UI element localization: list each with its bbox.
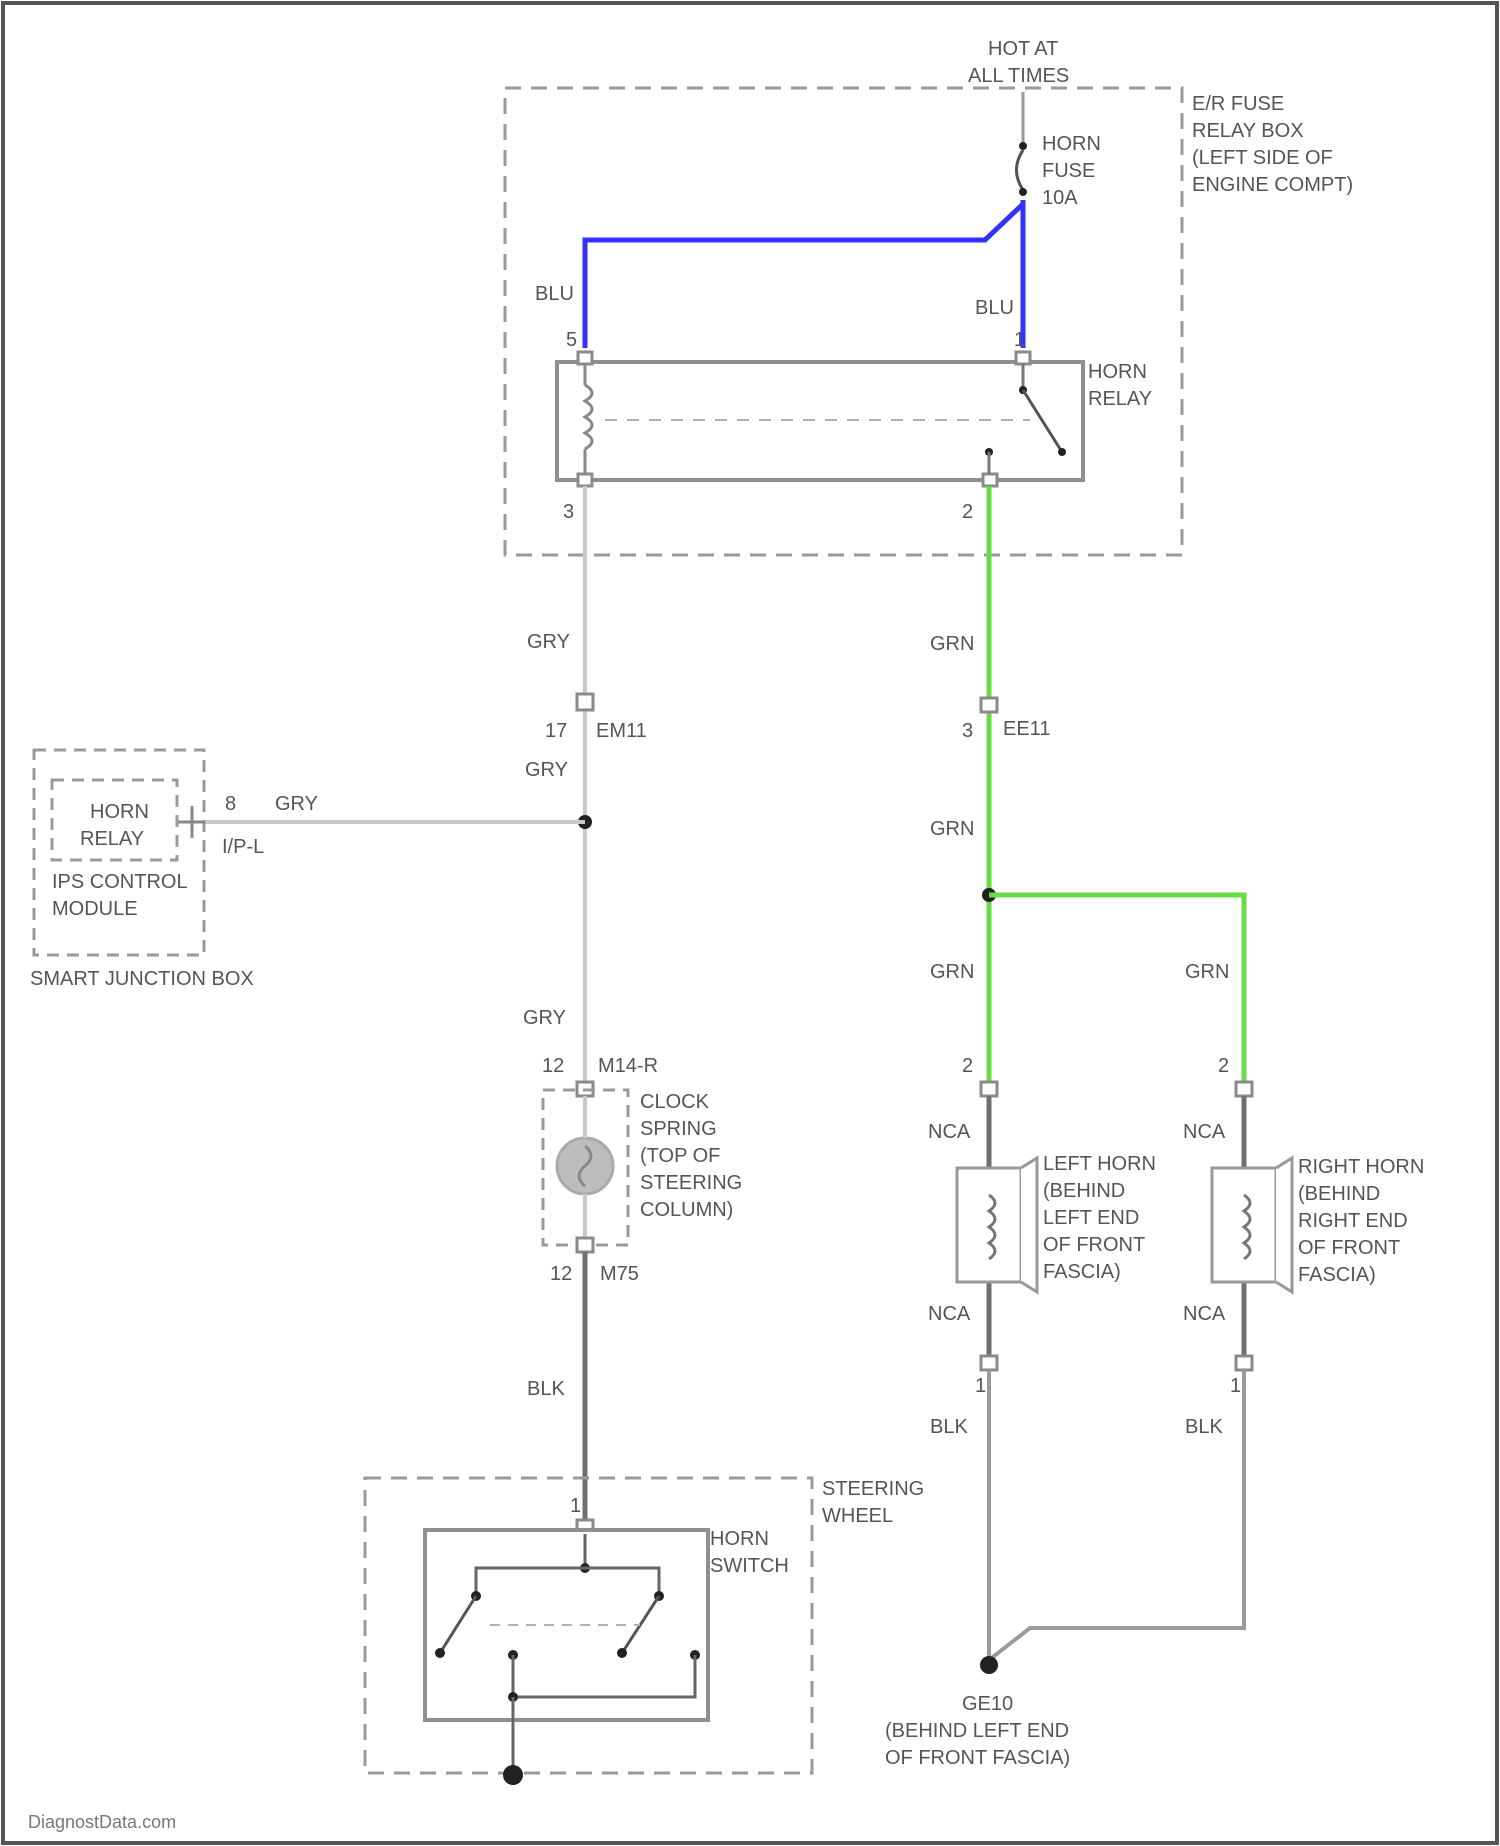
sj-connector-label: I/P-L (222, 836, 264, 858)
right-horn-connector-bottom (1236, 1356, 1252, 1370)
right-horn-label-3: RIGHT END (1298, 1210, 1408, 1232)
right-horn-label-2: (BEHIND (1298, 1183, 1380, 1205)
blk-label-right-horn: BLK (1185, 1416, 1223, 1438)
blu-label-right: BLU (975, 297, 1014, 319)
relay-pin-2: 2 (962, 501, 973, 523)
right-horn-icon (1212, 1158, 1292, 1292)
ee11-pin: 3 (962, 720, 973, 742)
watermark-text: DiagnostData.com (28, 1812, 176, 1832)
fuse-box-label-2: RELAY BOX (1192, 120, 1304, 142)
relay-pin3-terminal (578, 474, 592, 486)
ee11-connector-icon (981, 698, 997, 712)
left-horn-connector-bottom (981, 1356, 997, 1370)
m75-connector-icon (577, 1238, 593, 1252)
relay-pin2-terminal (983, 474, 997, 486)
left-horn-label-2: (BEHIND (1043, 1180, 1125, 1202)
right-horn-ground-wire (989, 1370, 1244, 1660)
left-horn-label-1: LEFT HORN (1043, 1153, 1156, 1175)
clock-spring-label-4: STEERING (640, 1172, 742, 1194)
horn-fuse-label-2: FUSE (1042, 160, 1095, 182)
relay-pin-3: 3 (563, 501, 574, 523)
left-horn-connector-top (981, 1082, 997, 1096)
clock-spring-label-5: COLUMN) (640, 1199, 733, 1221)
m75-pin: 12 (550, 1263, 572, 1285)
horn-fuse-label-1: HORN (1042, 133, 1101, 155)
right-horn-label-1: RIGHT HORN (1298, 1156, 1424, 1178)
right-horn-pin-2: 2 (1218, 1055, 1229, 1077)
blu-wire-to-relay-pin5 (585, 204, 1023, 348)
blu-label-left: BLU (535, 283, 574, 305)
m75-label: M75 (600, 1263, 639, 1285)
grn-label-1: GRN (930, 633, 974, 655)
gry-label-3: GRY (523, 1007, 566, 1029)
em11-label: EM11 (596, 720, 647, 742)
fuse-relay-box-frame (505, 88, 1182, 555)
steering-wheel-label-2: WHEEL (822, 1505, 893, 1527)
left-horn-pin-1: 1 (975, 1375, 986, 1397)
gry-label-sj: GRY (275, 793, 318, 815)
grn-label-4: GRN (1185, 961, 1229, 983)
nca-label-4: NCA (1183, 1303, 1226, 1325)
relay-pin5-terminal (578, 352, 592, 364)
left-horn-label-5: FASCIA) (1043, 1261, 1121, 1283)
power-label-line2: ALL TIMES (968, 65, 1069, 87)
relay-pin-5: 5 (566, 329, 577, 351)
horn-relay-label-1: HORN (1088, 361, 1147, 383)
left-horn-label-3: LEFT END (1043, 1207, 1139, 1229)
ground-ge10-icon (980, 1656, 998, 1674)
horn-switch-label-1: HORN (710, 1528, 769, 1550)
m14-pin: 12 (542, 1055, 564, 1077)
horn-switch-label-2: SWITCH (710, 1555, 789, 1577)
m14-label: M14-R (598, 1055, 658, 1077)
ee11-label: EE11 (1003, 718, 1050, 740)
right-horn-label-5: FASCIA) (1298, 1264, 1376, 1286)
clock-spring-label-2: SPRING (640, 1118, 717, 1140)
blk-label-left-horn: BLK (930, 1416, 968, 1438)
ground-label-3: OF FRONT FASCIA) (885, 1747, 1070, 1769)
sj-relay-contact-icon (178, 806, 205, 838)
sj-module-label-2: MODULE (52, 898, 138, 920)
left-horn-pin-2: 2 (962, 1055, 973, 1077)
left-horn-icon (957, 1158, 1037, 1292)
steering-wheel-label-1: STEERING (822, 1478, 924, 1500)
horn-switch-pin: 1 (570, 1495, 581, 1517)
smart-junction-box-label: SMART JUNCTION BOX (30, 968, 254, 990)
sj-pin: 8 (225, 793, 236, 815)
grn-label-3: GRN (930, 961, 974, 983)
nca-label-3: NCA (928, 1303, 971, 1325)
right-horn-label-4: OF FRONT (1298, 1237, 1400, 1259)
clock-spring-icon (557, 1138, 613, 1194)
right-horn-pin-1: 1 (1230, 1375, 1241, 1397)
ground-label-1: GE10 (962, 1693, 1013, 1715)
horn-relay-label-2: RELAY (1088, 388, 1152, 410)
fuse-box-label-1: E/R FUSE (1192, 93, 1284, 115)
relay-pin-1: 1 (1014, 329, 1025, 351)
em11-connector-icon (577, 694, 593, 710)
nca-label-1: NCA (928, 1121, 971, 1143)
horn-fuse-icon (1017, 142, 1028, 196)
fuse-box-label-3: (LEFT SIDE OF (1192, 147, 1333, 169)
blk-label-switch: BLK (527, 1378, 565, 1400)
left-horn-label-4: OF FRONT (1043, 1234, 1145, 1256)
sj-relay-label-1: HORN (90, 801, 149, 823)
clock-spring-label-3: (TOP OF (640, 1145, 720, 1167)
clock-spring-label-1: CLOCK (640, 1091, 710, 1113)
grn-label-2: GRN (930, 818, 974, 840)
power-label-line1: HOT AT (988, 38, 1058, 60)
fuse-box-label-4: ENGINE COMPT) (1192, 174, 1353, 196)
ground-label-2: (BEHIND LEFT END (885, 1720, 1069, 1742)
horn-fuse-label-3: 10A (1042, 187, 1078, 209)
sj-module-label-1: IPS CONTROL (52, 871, 188, 893)
em11-pin: 17 (545, 720, 567, 742)
sj-relay-label-2: RELAY (80, 828, 144, 850)
relay-pin1-terminal (1016, 352, 1030, 364)
gry-label-2: GRY (525, 759, 568, 781)
nca-label-2: NCA (1183, 1121, 1226, 1143)
right-horn-connector-top (1236, 1082, 1252, 1096)
grn-wire-to-right-horn (989, 895, 1244, 1088)
gry-label-1: GRY (527, 631, 570, 653)
